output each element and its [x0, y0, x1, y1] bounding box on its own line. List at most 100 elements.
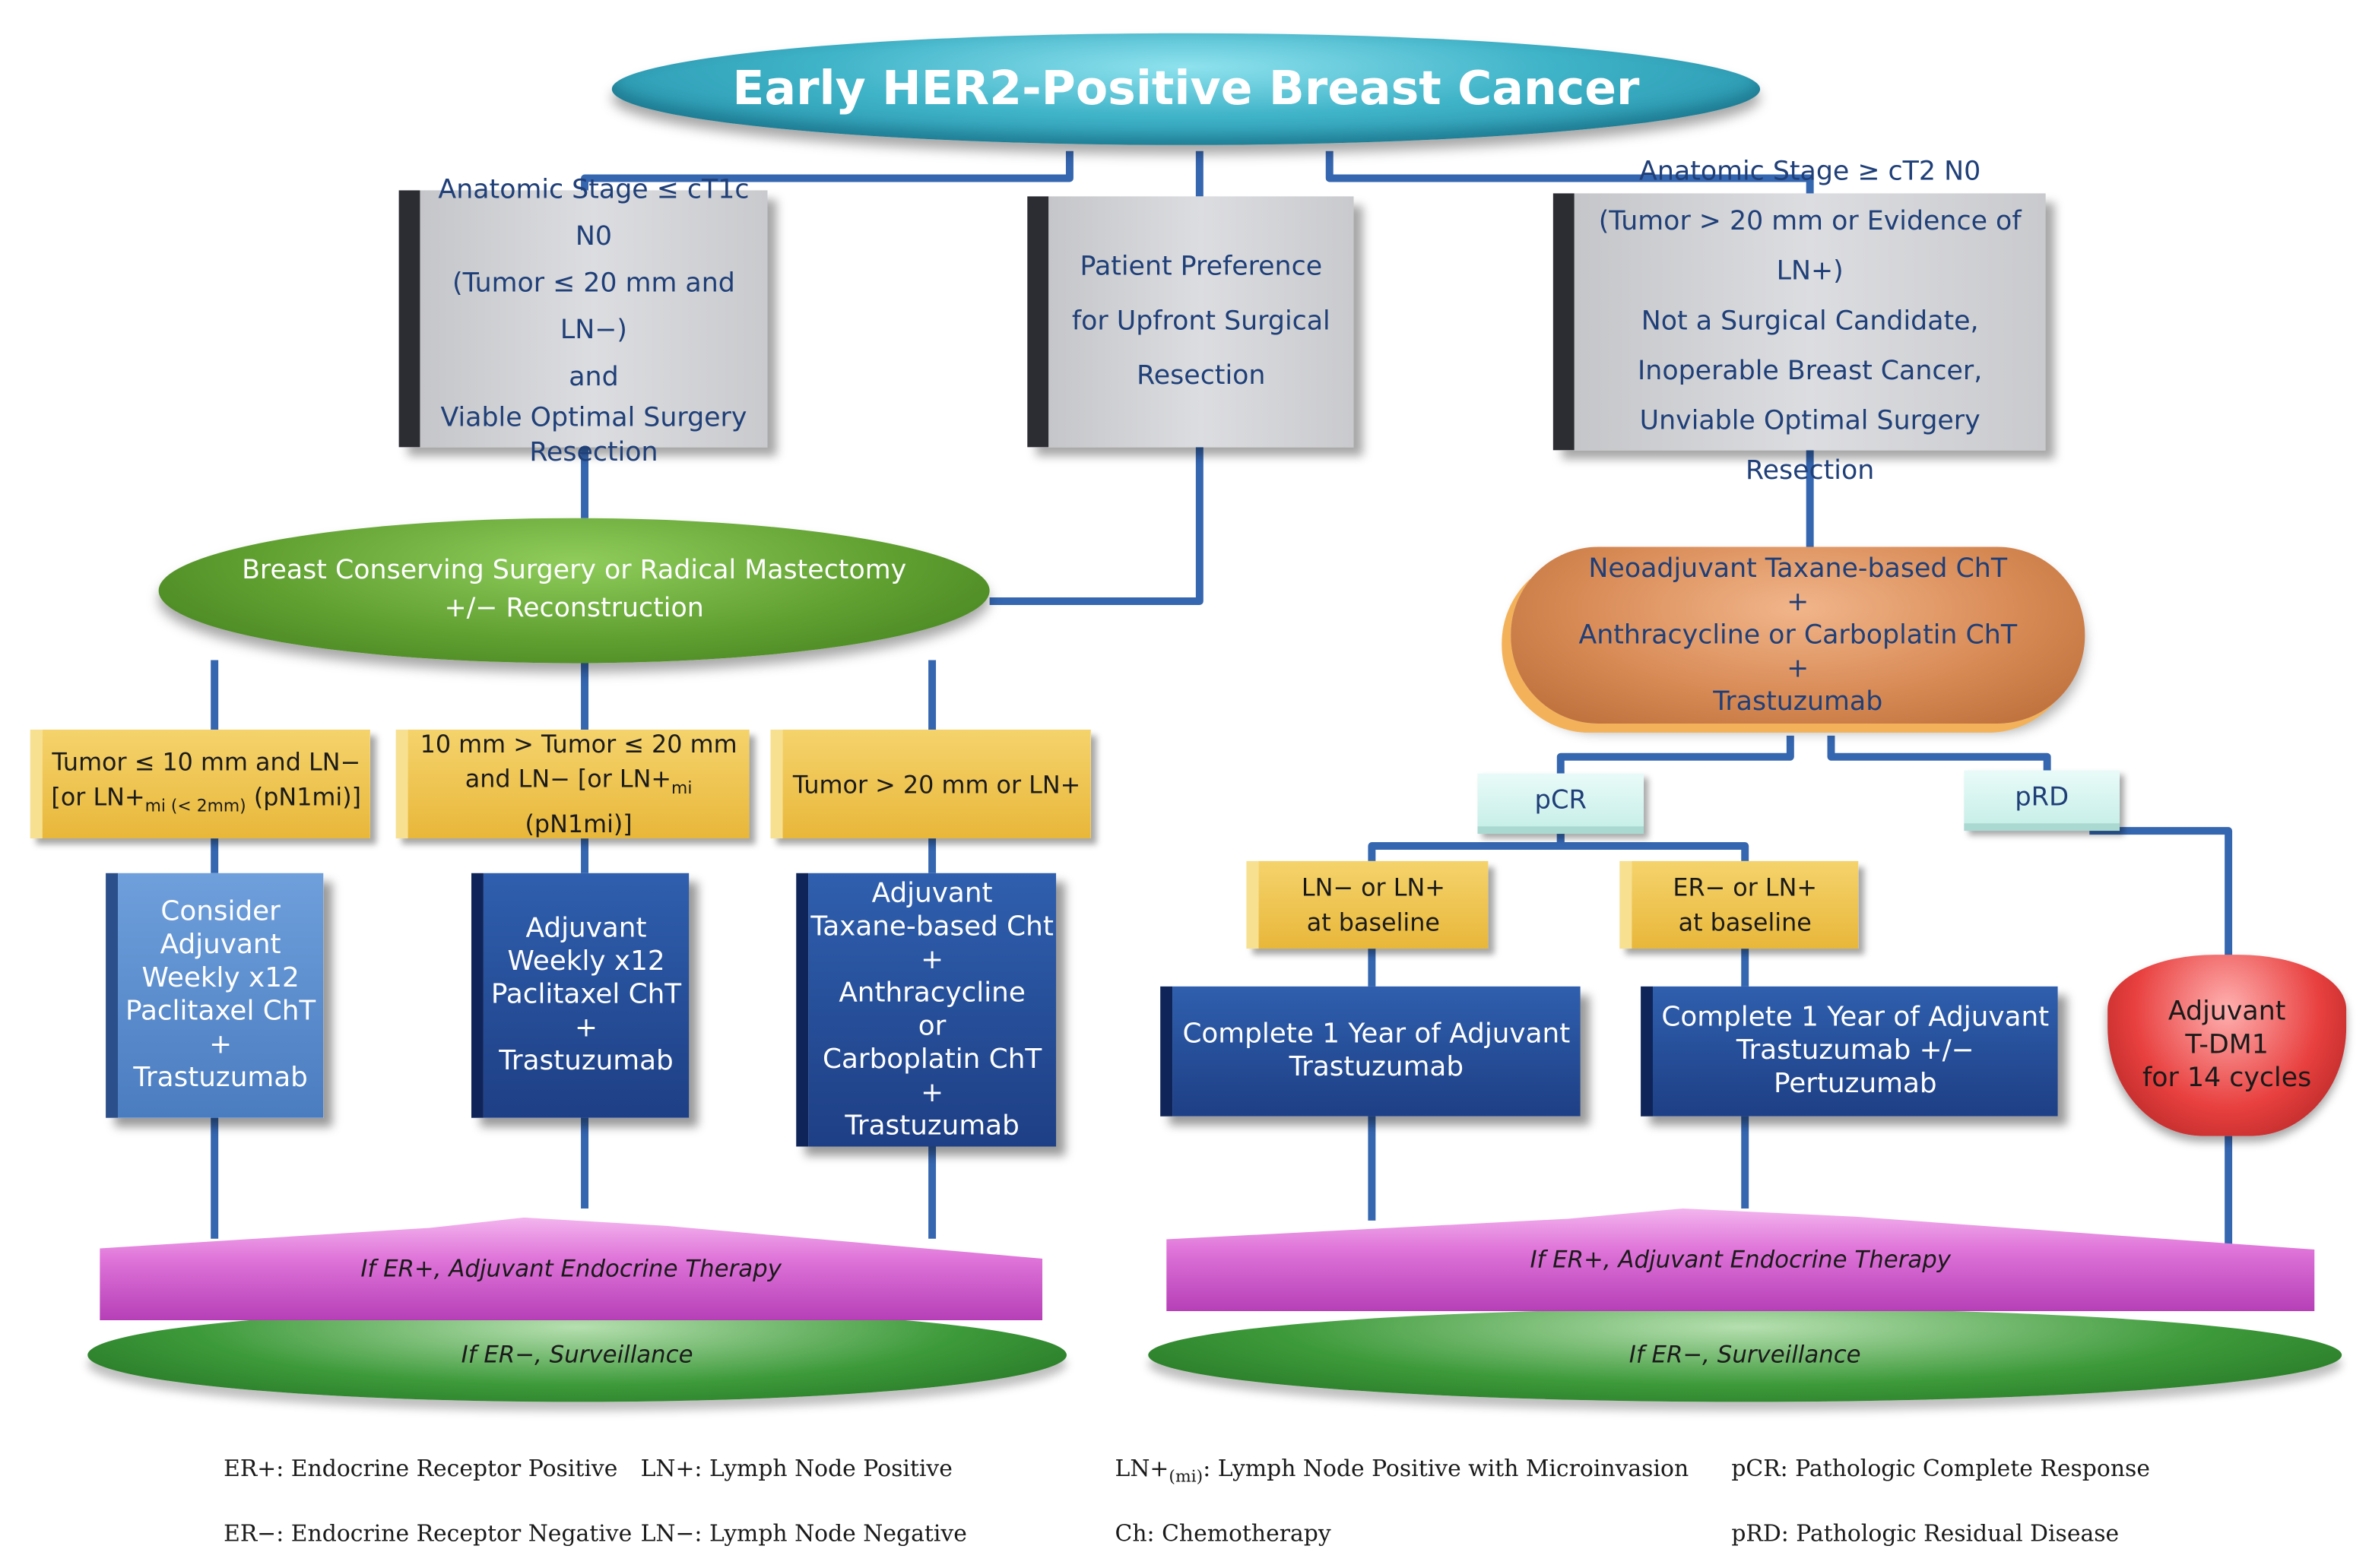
treatment-small-line: +: [209, 1028, 233, 1061]
criteria-right-line: Inoperable Breast Cancer,: [1638, 356, 1983, 386]
title-banner: Early HER2-Positive Breast Cancer: [611, 33, 1761, 145]
treatment-medium-line: Paclitaxel ChT: [490, 978, 682, 1011]
connector-middle-criteria-surgery: [989, 447, 1204, 605]
treatment-large-line: +: [921, 943, 944, 975]
tdm1-line: Adjuvant: [2168, 996, 2286, 1028]
treatment-small-line: Consider: [160, 895, 281, 928]
connector-pcr-er: [1556, 828, 1749, 861]
legend-prd: pRD: Pathologic Residual Disease: [1731, 1519, 2120, 1547]
tumor-large-line1: Tumor > 20 mm or LN+: [792, 769, 1081, 799]
legend-lnmi: LN+(mi): Lymph Node Positive with Microi…: [1115, 1454, 1689, 1487]
criteria-right-line: Unviable Optimal Surgery Resection: [1639, 405, 1981, 486]
surveillance-label-left: If ER−, Surveillance: [461, 1341, 693, 1369]
criteria-box-right: Anatomic Stage ≥ cT2 N0 (Tumor > 20 mm o…: [1552, 157, 2046, 486]
connector-prd-tdm1: [2089, 827, 2233, 967]
connector-neoadjuvant-pcr: [1556, 735, 1794, 774]
criteria-right-line: Anatomic Stage ≥ cT2 N0: [1639, 156, 1981, 187]
page-title: Early HER2-Positive Breast Cancer: [732, 62, 1640, 117]
criteria-box-middle: Patient Preference for Upfront Surgical …: [1027, 196, 1354, 448]
treatment-medium: Adjuvant Weekly x12 Paclitaxel ChT + Tra…: [471, 873, 690, 1118]
tumor-medium-line2: and LN− [or LN+mi (pN1mi)]: [465, 765, 693, 838]
surgery-node: Breast Conserving Surgery or Radical Mas…: [158, 518, 990, 664]
criteria-right-line: (Tumor > 20 mm or Evidence of LN+): [1598, 206, 2022, 287]
connector-neoadjuvant-prd: [1827, 735, 2051, 771]
neoadjuvant-node: Neoadjuvant Taxane-based ChT + Anthracyc…: [1511, 546, 2085, 724]
surgery-line: +/− Reconstruction: [444, 594, 704, 624]
criteria-left-line: Anatomic Stage ≤ cT1c N0: [438, 174, 750, 252]
adjuvant-trastuzumab: Complete 1 Year of Adjuvant Trastuzumab: [1160, 986, 1581, 1117]
neoadjuvant-line: +: [1787, 587, 1809, 617]
treatment-small-line: Trastuzumab: [133, 1062, 308, 1094]
legend-er-neg: ER−: Endocrine Receptor Negative: [224, 1519, 633, 1547]
treatment-medium-line: +: [575, 1012, 598, 1044]
treatment-small-line: Paclitaxel ChT: [125, 995, 316, 1028]
baseline-er-line: ER− or LN+: [1673, 873, 1818, 902]
tumor-group-small: Tumor ≤ 10 mm and LN− [or LN+mi (< 2mm) …: [30, 729, 370, 839]
criteria-middle-line: for Upfront Surgical: [1071, 306, 1330, 337]
criteria-box-left: Anatomic Stage ≤ cT1c N0 (Tumor ≤ 20 mm …: [398, 175, 768, 467]
neoadjuvant-line: Neoadjuvant Taxane-based ChT: [1588, 553, 2008, 584]
treatment-large-line: +: [921, 1076, 944, 1108]
criteria-left-line: (Tumor ≤ 20 mm and LN−): [452, 268, 735, 346]
baseline-er-line: at baseline: [1678, 908, 1812, 937]
pcr-badge: pCR: [1477, 773, 1644, 835]
criteria-middle-line: Patient Preference: [1080, 252, 1323, 283]
criteria-left-line: Resection: [529, 437, 658, 468]
legend-ln-pos: LN+: Lymph Node Positive: [640, 1454, 953, 1482]
adjuvant-trastuzumab-line: Complete 1 Year of Adjuvant: [1182, 1018, 1571, 1050]
treatment-large-line: Anthracycline: [839, 976, 1026, 1009]
criteria-left-line: and: [569, 362, 619, 392]
prd-label: pRD: [2015, 781, 2069, 813]
neoadjuvant-line: Anthracycline or Carboplatin ChT: [1578, 619, 2018, 651]
legend-er-pos: ER+: Endocrine Receptor Positive: [224, 1454, 618, 1482]
baseline-ln-line: at baseline: [1306, 908, 1440, 937]
surveillance-label-right: If ER−, Surveillance: [1628, 1341, 1861, 1369]
surveillance-tier-right: If ER−, Surveillance: [1148, 1308, 2342, 1402]
endocrine-label-right: If ER+, Adjuvant Endocrine Therapy: [1530, 1246, 1952, 1274]
surgery-line: Breast Conserving Surgery or Radical Mas…: [242, 556, 907, 587]
adjuvant-trastuzumab-line: Trastuzumab: [1289, 1051, 1464, 1084]
prd-badge: pRD: [1964, 770, 2120, 832]
treatment-large-line: or: [918, 1009, 947, 1042]
treatment-large: Adjuvant Taxane-based Cht + Anthracyclin…: [796, 873, 1057, 1147]
treatment-medium-line: Weekly x12: [507, 946, 665, 977]
criteria-left-line: Viable Optimal Surgery: [440, 402, 747, 433]
endocrine-label-left: If ER+, Adjuvant Endocrine Therapy: [360, 1255, 782, 1283]
adjuvant-pertuzumab-line: Complete 1 Year of Adjuvant: [1661, 1001, 2050, 1034]
tdm1-line: for 14 cycles: [2142, 1063, 2312, 1094]
baseline-er: ER− or LN+ at baseline: [1619, 860, 1859, 949]
tumor-small-line2: [or LN+mi (< 2mm) (pN1mi)]: [51, 782, 362, 816]
tumor-group-medium: 10 mm > Tumor ≤ 20 mm and LN− [or LN+mi …: [395, 729, 750, 839]
baseline-ln: LN− or LN+ at baseline: [1246, 860, 1489, 949]
neoadjuvant-line: Trastuzumab: [1713, 686, 1883, 717]
neoadjuvant-line: +: [1787, 653, 1809, 684]
treatment-medium-line: Adjuvant: [525, 912, 647, 945]
treatment-medium-line: Trastuzumab: [499, 1045, 674, 1078]
legend-ch: Ch: Chemotherapy: [1115, 1519, 1331, 1547]
legend-pcr: pCR: Pathologic Complete Response: [1731, 1454, 2150, 1482]
baseline-ln-line: LN− or LN+: [1301, 873, 1445, 902]
adjuvant-pertuzumab-line: Trastuzumab +/− Pertuzumab: [1736, 1034, 1974, 1100]
pcr-label: pCR: [1534, 784, 1587, 816]
treatment-small-line: Adjuvant: [160, 929, 281, 961]
tumor-group-large: Tumor > 20 mm or LN+: [770, 729, 1091, 839]
connector-title-left: [581, 150, 1074, 197]
surveillance-tier-left: If ER−, Surveillance: [87, 1308, 1067, 1402]
connector-title-right: [1325, 150, 1814, 197]
criteria-middle-line: Resection: [1137, 361, 1266, 391]
treatment-small: Consider Adjuvant Weekly x12 Paclitaxel …: [106, 873, 324, 1118]
treatment-large-line: Carboplatin ChT: [822, 1043, 1042, 1075]
adjuvant-pertuzumab: Complete 1 Year of Adjuvant Trastuzumab …: [1641, 986, 2058, 1117]
treatment-small-line: Weekly x12: [141, 962, 300, 994]
adjuvant-tdm1: Adjuvant T-DM1 for 14 cycles: [2107, 955, 2347, 1136]
criteria-right-line: Not a Surgical Candidate,: [1641, 306, 1979, 337]
tdm1-line: T-DM1: [2185, 1030, 2269, 1061]
tumor-medium-line1: 10 mm > Tumor ≤ 20 mm: [420, 730, 737, 759]
treatment-large-line: Adjuvant: [871, 876, 993, 909]
treatment-large-line: Taxane-based Cht: [810, 910, 1054, 942]
tumor-small-line1: Tumor ≤ 10 mm and LN−: [52, 747, 361, 777]
legend-ln-neg: LN−: Lymph Node Negative: [640, 1519, 967, 1547]
treatment-large-line: Trastuzumab: [845, 1109, 1020, 1142]
